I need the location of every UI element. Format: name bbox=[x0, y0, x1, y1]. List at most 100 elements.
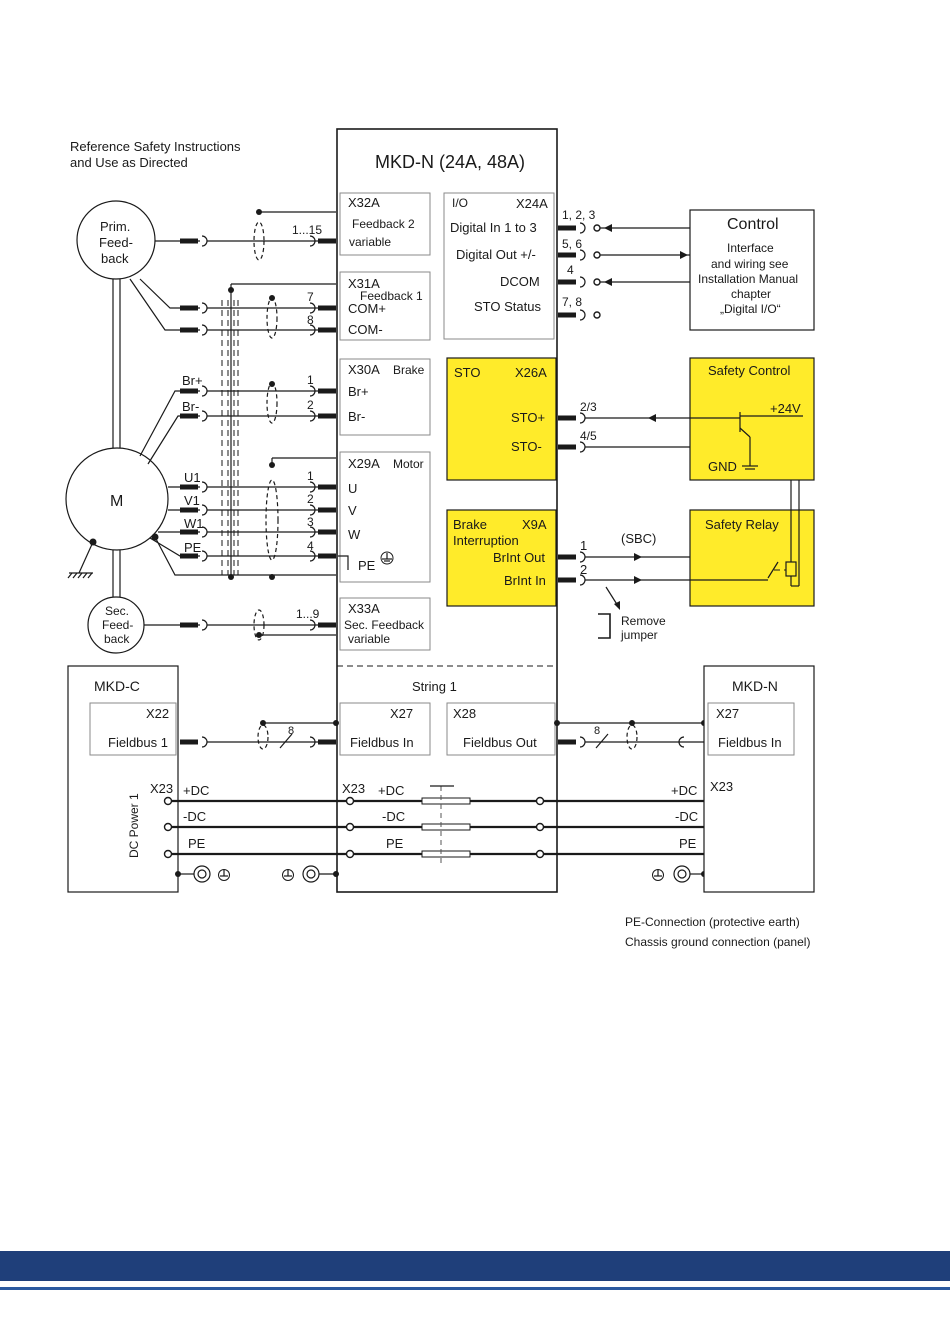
x9a-brint-out: BrInt Out bbox=[493, 550, 545, 565]
x26a-sto-minus: STO- bbox=[511, 439, 542, 454]
main-x23-dc-minus: -DC bbox=[382, 809, 405, 824]
x26a-sto-plus: STO+ bbox=[511, 410, 545, 425]
x32a-id: X32A bbox=[348, 195, 380, 210]
x29a-w: W bbox=[348, 527, 361, 542]
main-x23-dc-plus: +DC bbox=[378, 783, 404, 798]
x24a-id: X24A bbox=[516, 196, 548, 211]
motor-pe: PE bbox=[184, 540, 202, 555]
x29a-id: X29A bbox=[348, 456, 380, 471]
main-unit-title: MKD-N (24A, 48A) bbox=[375, 152, 525, 172]
mkd-c-x22: X22 bbox=[146, 706, 169, 721]
chassis-ground-icon bbox=[67, 538, 97, 579]
x9a-brint-in: BrInt In bbox=[504, 573, 546, 588]
x29a-u: U bbox=[348, 481, 357, 496]
mkd-n-right-unit: MKD-N X27 Fieldbus In X23 +DC -DC PE bbox=[671, 665, 815, 893]
remove-jumper-line1: Remove bbox=[621, 614, 666, 628]
safety-control-box: Safety Control +24V GND bbox=[689, 357, 815, 481]
x29a-pe: PE bbox=[358, 558, 376, 573]
x26a-pin-plus: 2/3 bbox=[580, 400, 597, 414]
x33a-line2: variable bbox=[348, 632, 390, 646]
mkd-c-fieldbus: Fieldbus 1 bbox=[108, 735, 168, 750]
x30a-br-minus: Br- bbox=[348, 409, 365, 424]
safety-control-title: Safety Control bbox=[708, 363, 790, 378]
x9a-id: X9A bbox=[522, 517, 547, 532]
mkd-c-x23: X23 bbox=[150, 781, 173, 796]
svg-text:1...15: 1...15 bbox=[292, 223, 322, 237]
x32a-line1: Feedback 2 bbox=[352, 217, 415, 231]
connector-x30a: X30A Brake Br+ Br- bbox=[339, 358, 431, 436]
x30a-pin2: 2 bbox=[307, 398, 314, 412]
footer-bar bbox=[0, 1251, 950, 1281]
reference-note-line1: Reference Safety Instructions bbox=[70, 139, 241, 154]
main-x23-pe: PE bbox=[386, 836, 404, 851]
x29a-pin1: 1 bbox=[307, 469, 314, 483]
chassis-ground-icon bbox=[302, 865, 320, 883]
x26a-sto: STO bbox=[454, 365, 481, 380]
control-line2: and wiring see bbox=[711, 257, 789, 271]
mkd-n-right-dc-minus: -DC bbox=[675, 809, 698, 824]
footer-line bbox=[0, 1287, 950, 1290]
x27-id: X27 bbox=[390, 706, 413, 721]
mkd-c-pe: PE bbox=[188, 836, 206, 851]
sec-feedback-device: Sec. Feed- back bbox=[87, 596, 145, 654]
x26a-pin-minus: 4/5 bbox=[580, 429, 597, 443]
x24a-digital-in: Digital In 1 to 3 bbox=[450, 220, 537, 235]
legend-pe-connection: PE-Connection (protective earth) bbox=[625, 915, 800, 929]
connector-x28: X28 Fieldbus Out bbox=[446, 702, 556, 756]
connector-x32a: X32A Feedback 2 variable bbox=[339, 192, 431, 256]
mkd-c-dc-minus: -DC bbox=[183, 809, 206, 824]
x26a-id: X26A bbox=[515, 365, 547, 380]
control-title: Control bbox=[727, 216, 779, 233]
connector-x24a: I/O X24A Digital In 1 to 3 Digital Out +… bbox=[443, 192, 555, 340]
x31a-sub: Feedback 1 bbox=[360, 289, 423, 303]
x9a-pin1: 1 bbox=[580, 538, 587, 553]
motor-u1: U1 bbox=[184, 470, 201, 485]
chassis-ground-icon bbox=[193, 865, 211, 883]
x31a-pin-minus: 8 bbox=[307, 313, 314, 327]
mkd-c-unit: MKD-C X22 Fieldbus 1 DC Power 1 X23 +DC … bbox=[67, 665, 209, 893]
x24a-sto-status: STO Status bbox=[474, 299, 541, 314]
motor-v1: V1 bbox=[184, 493, 200, 508]
x33a-pins: 1...9 bbox=[296, 607, 320, 621]
pe-earth-icon bbox=[380, 551, 394, 565]
prim-feedback-line2: Feed- bbox=[99, 235, 133, 250]
connector-x31a: X31A Feedback 1 COM+ COM- bbox=[339, 271, 431, 341]
connector-x33a: X33A Sec. Feedback variable bbox=[339, 597, 431, 651]
x31a-id: X31A bbox=[348, 276, 380, 291]
pe-earth-icon bbox=[218, 869, 230, 881]
mkd-c-bus-pins: 8 bbox=[288, 725, 294, 737]
remove-jumper-line2: jumper bbox=[620, 628, 658, 642]
x33a-id: X33A bbox=[348, 601, 380, 616]
x28-id: X28 bbox=[453, 706, 476, 721]
safety-relay-box: Safety Relay bbox=[689, 480, 815, 607]
prim-feedback-line1: Prim. bbox=[100, 219, 130, 234]
x9a-pin2: 2 bbox=[580, 562, 587, 577]
motor-label: M bbox=[110, 493, 123, 510]
prim-feedback-line3: back bbox=[101, 251, 129, 266]
connector-x9a: Brake X9A Interruption BrInt Out BrInt I… bbox=[446, 509, 557, 607]
motor-br-minus: Br- bbox=[182, 399, 199, 414]
safety-control-24v: +24V bbox=[770, 401, 801, 416]
x24a-digital-out: Digital Out +/- bbox=[456, 247, 536, 262]
mkd-n-right-x27: X27 bbox=[716, 706, 739, 721]
x29a-pin4: 4 bbox=[307, 539, 314, 553]
motor: M bbox=[65, 447, 169, 551]
x24a-pins-sto: 7, 8 bbox=[562, 295, 582, 309]
mkd-c-title: MKD-C bbox=[94, 678, 140, 694]
prim-feedback-device: Prim. Feed- back bbox=[76, 200, 156, 280]
x32a-line2: variable bbox=[349, 235, 391, 249]
x28-label: Fieldbus Out bbox=[463, 735, 537, 750]
connector-x29a: X29A Motor U V W PE bbox=[339, 451, 431, 583]
x9a-line1: Brake bbox=[453, 517, 487, 532]
safety-control-gnd: GND bbox=[708, 459, 737, 474]
x29a-v: V bbox=[348, 503, 357, 518]
mkd-n-right-title: MKD-N bbox=[732, 678, 778, 694]
x33a-line1: Sec. Feedback bbox=[344, 618, 425, 632]
mkd-c-dc-plus: +DC bbox=[183, 783, 209, 798]
main-unit: MKD-N (24A, 48A) String 1 X32A Feedback … bbox=[336, 128, 558, 893]
x30a-br-plus: Br+ bbox=[348, 384, 369, 399]
string-label: String 1 bbox=[412, 679, 457, 694]
main-x23-id: X23 bbox=[342, 781, 365, 796]
x30a-id: X30A bbox=[348, 362, 380, 377]
x31a-com-minus: COM- bbox=[348, 322, 383, 337]
